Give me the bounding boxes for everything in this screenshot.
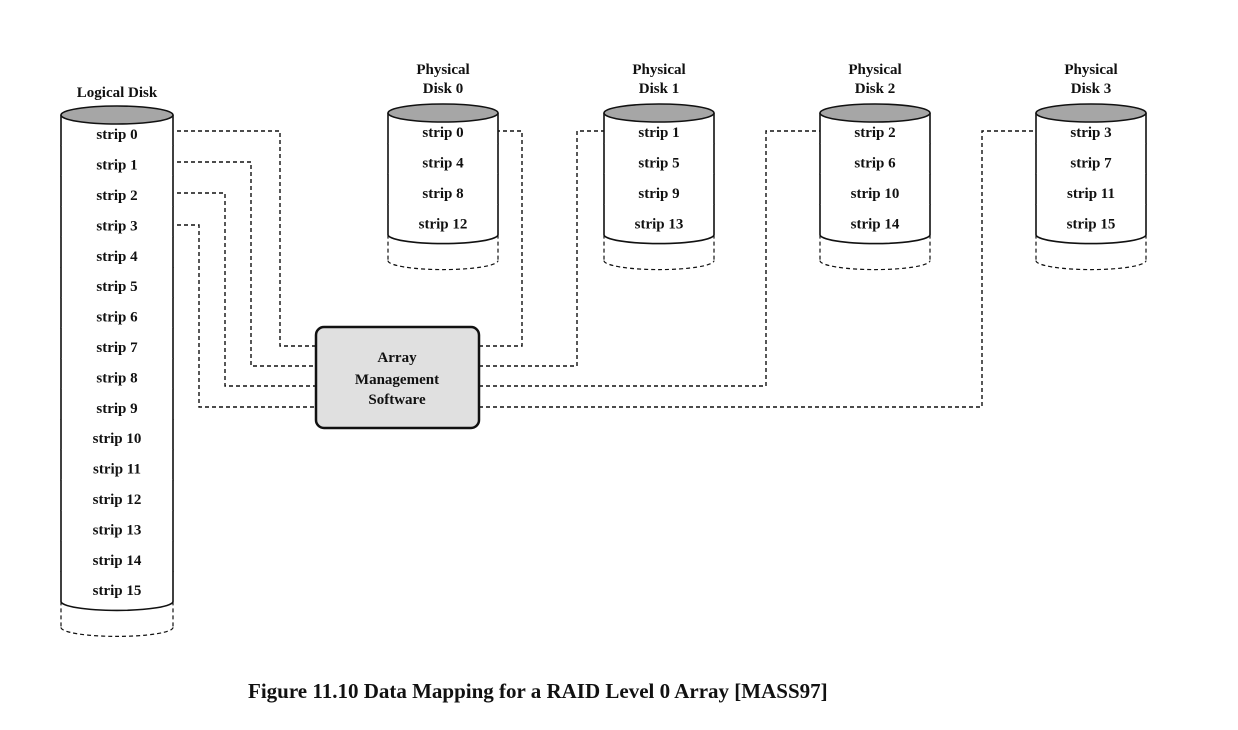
physical-disk-0-strip-band xyxy=(387,204,499,245)
logical-disk-dash-bottom xyxy=(60,627,174,637)
physical-disk-2-strip-label: strip 14 xyxy=(851,216,900,232)
physical-disk-title-line1: Physical xyxy=(848,62,901,78)
logical-disk-strip-label: strip 14 xyxy=(93,553,142,569)
array-management-line1: Array xyxy=(377,350,417,366)
physical-disk-3-strip-label: strip 15 xyxy=(1067,216,1116,232)
connector-physical-disk-2 xyxy=(479,130,820,387)
array-management-line2: Management xyxy=(355,372,439,388)
logical-disk-title: Logical Disk xyxy=(77,85,158,101)
physical-disk-title-line2: Disk 2 xyxy=(855,81,895,97)
physical-disk-2-strip-band xyxy=(819,204,931,245)
logical-disk-strip-label: strip 5 xyxy=(96,279,137,295)
physical-disk-0-strip-label: strip 12 xyxy=(419,216,468,232)
physical-disk-title-line2: Disk 0 xyxy=(423,81,463,97)
physical-disk-3-dash-bottom xyxy=(1035,260,1147,271)
logical-disk-top xyxy=(60,105,174,125)
logical-disk-strip-label: strip 1 xyxy=(96,158,137,174)
physical-disk-2-strip-label: strip 2 xyxy=(854,125,895,141)
figure-caption: Figure 11.10 Data Mapping for a RAID Lev… xyxy=(248,679,828,703)
physical-disk-3-strip-band xyxy=(1035,204,1147,245)
connector-logical-strip-1 xyxy=(177,161,316,367)
physical-disk-title-line1: Physical xyxy=(1064,62,1117,78)
physical-disk-1-strip-label: strip 1 xyxy=(638,125,679,141)
physical-disk-0-strip-label: strip 4 xyxy=(422,156,464,172)
connector-physical-disk-1 xyxy=(479,130,604,367)
logical-disk-strip-label: strip 0 xyxy=(96,127,137,143)
connector-lines xyxy=(177,130,1036,408)
physical-disk-title-line1: Physical xyxy=(632,62,685,78)
physical-disk-0-strip-label: strip 8 xyxy=(422,186,463,202)
physical-disk-title-line2: Disk 3 xyxy=(1071,81,1111,97)
physical-disk-2-dash-bottom xyxy=(819,260,931,271)
physical-disk-3-top xyxy=(1035,103,1147,123)
array-management-line3: Software xyxy=(368,392,426,408)
physical-disk-title-line2: Disk 1 xyxy=(639,81,679,97)
logical-disk-strip-label: strip 4 xyxy=(96,249,138,265)
logical-disk-strip-label: strip 8 xyxy=(96,370,137,386)
physical-disk-2-strip-label: strip 10 xyxy=(851,186,900,202)
physical-disk-3-strip-label: strip 11 xyxy=(1067,186,1115,202)
physical-disk-2-top xyxy=(819,103,931,123)
connector-physical-disk-3 xyxy=(479,130,1036,408)
connector-logical-strip-2 xyxy=(177,192,316,387)
physical-disk-1-strip-label: strip 13 xyxy=(635,216,684,232)
physical-disk-1-strip-band xyxy=(603,204,715,245)
array-management-rect xyxy=(314,325,481,430)
physical-disk-0-strip-label: strip 0 xyxy=(422,125,463,141)
physical-disk-1-strip-label: strip 5 xyxy=(638,156,679,172)
logical-disk-strip-label: strip 12 xyxy=(93,492,142,508)
logical-disk-strip-label: strip 6 xyxy=(96,310,138,326)
connector-logical-strip-3 xyxy=(177,224,316,408)
physical-disk-2-strip-label: strip 6 xyxy=(854,156,896,172)
logical-disk: Logical Disk strip 0 strip 1 strip 2 strip 3… xyxy=(60,85,174,637)
logical-disk-strip-label: strip 15 xyxy=(93,583,142,599)
connector-physical-disk-0 xyxy=(479,130,523,347)
physical-disk-0-dash-bottom xyxy=(387,260,499,271)
logical-disk-strip-band xyxy=(60,571,174,612)
physical-disk-1-top xyxy=(603,103,715,123)
physical-disk-1-strip-label: strip 9 xyxy=(638,186,679,202)
logical-disk-strip-label: strip 11 xyxy=(93,462,141,478)
array-management-box: Array Management Software xyxy=(314,325,481,430)
logical-disk-strip-label: strip 3 xyxy=(96,218,137,234)
physical-disk-3-strip-label: strip 7 xyxy=(1070,156,1112,172)
physical-disk-3-strip-label: strip 3 xyxy=(1070,125,1111,141)
physical-disk-0-top xyxy=(387,103,499,123)
logical-disk-strip-label: strip 13 xyxy=(93,522,142,538)
logical-disk-strip-label: strip 10 xyxy=(93,431,142,447)
logical-disk-strip-label: strip 2 xyxy=(96,188,137,204)
connector-logical-strip-0 xyxy=(177,130,316,347)
physical-disk-1-dash-bottom xyxy=(603,260,715,271)
physical-disk-title-line1: Physical xyxy=(416,62,469,78)
logical-disk-strip-label: strip 9 xyxy=(96,401,137,417)
logical-disk-strip-label: strip 7 xyxy=(96,340,138,356)
